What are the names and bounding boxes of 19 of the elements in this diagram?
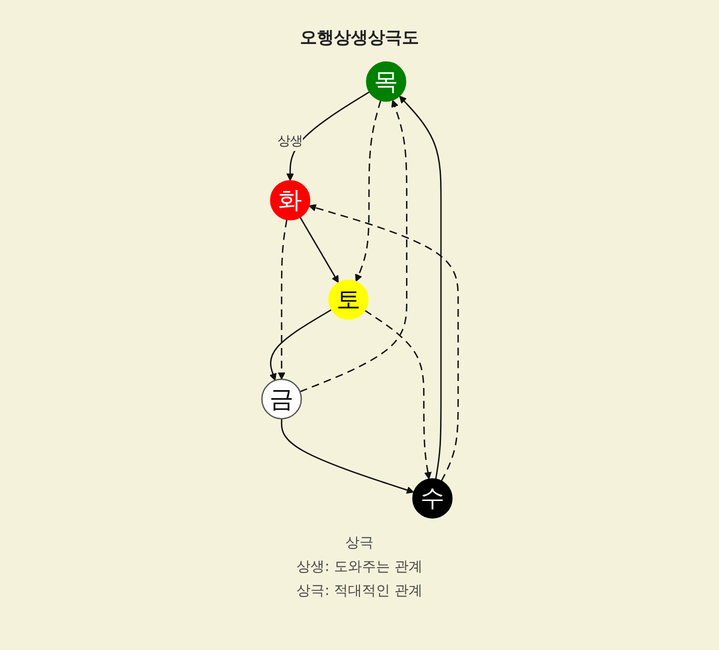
note-text: 상극: 적대적인 관계 <box>296 582 422 600</box>
element-circle: 화 <box>270 180 310 220</box>
note-text: 상생: 도와주는 관계 <box>296 558 422 576</box>
element-circle: 목 <box>366 61 406 102</box>
arrow <box>280 418 414 494</box>
dashed-arrow <box>299 100 407 392</box>
dashed-arrow <box>354 100 381 282</box>
element-circle: 금 <box>260 378 302 420</box>
dashed-arrow <box>364 310 432 480</box>
diagram-label: 상극 <box>346 534 374 552</box>
arrow <box>268 309 332 381</box>
arrow <box>286 91 370 181</box>
title: 오행상생상극도 <box>300 27 419 49</box>
dashed-arrow <box>277 220 287 380</box>
element-circle: 수 <box>412 478 452 519</box>
arrow <box>398 96 442 480</box>
dashed-arrow <box>308 204 458 482</box>
element-circle: 토 <box>328 280 368 320</box>
arrow <box>299 216 338 283</box>
